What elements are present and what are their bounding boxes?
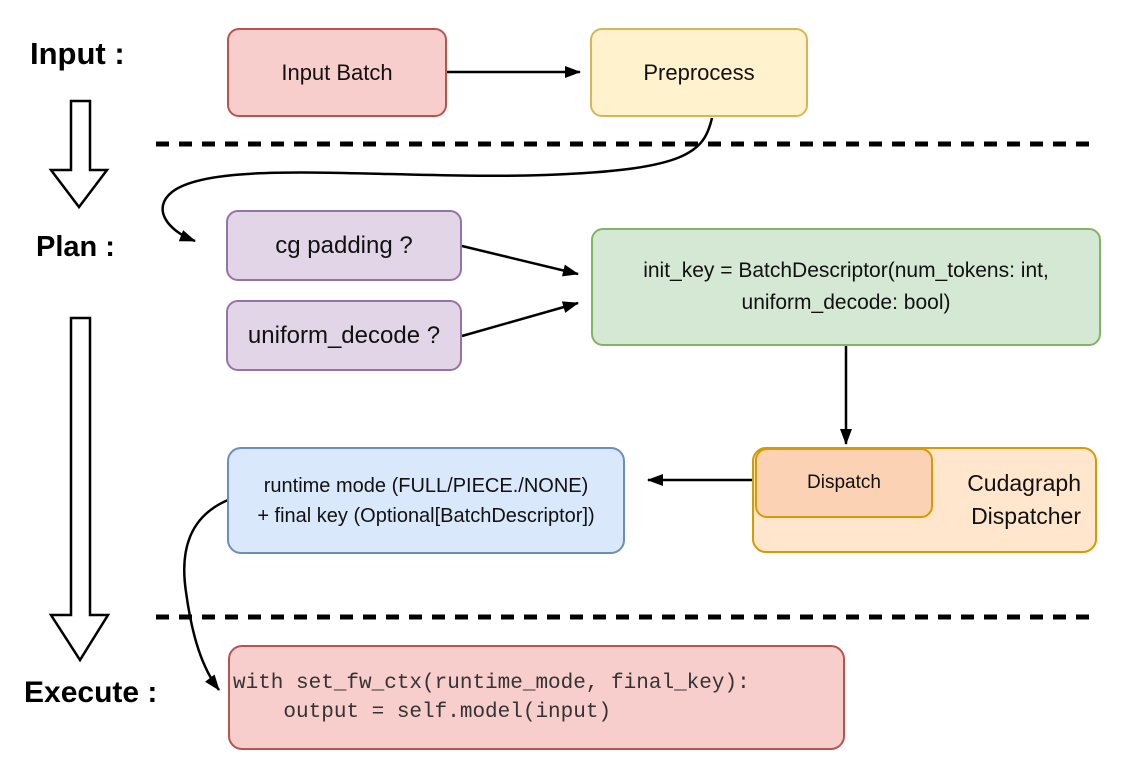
curve-runtime-to-execute-code <box>182 498 229 691</box>
node-init-key-line2: uniform_decode: bool) <box>741 291 951 314</box>
input-stage-arrow <box>48 99 110 210</box>
node-preprocess: Preprocess <box>590 28 808 117</box>
arrow-cg-padding-to-init-key <box>461 244 579 277</box>
arrow-uniform-decode-to-init-key <box>461 301 579 338</box>
curve-preprocess-to-cg-padding <box>161 117 714 243</box>
node-runtime-result: runtime mode (FULL/PIECE./NONE) + final … <box>227 447 625 554</box>
node-preprocess-label: Preprocess <box>643 59 755 85</box>
node-dispatch-label: Dispatch <box>807 472 881 494</box>
node-uniform-decode: uniform_decode ? <box>226 300 462 371</box>
node-init-key-line1: init_key = BatchDescriptor(num_tokens: i… <box>643 259 1049 282</box>
node-execute-code-line2: output = self.model(input) <box>233 700 612 724</box>
node-cudagraph-dispatcher-line2: Dispatcher <box>971 503 1081 529</box>
node-dispatch: Dispatch <box>755 448 933 518</box>
node-runtime-result-line2: + final key (Optional[BatchDescriptor]) <box>257 504 595 527</box>
node-runtime-result-line1: runtime mode (FULL/PIECE./NONE) <box>263 474 589 497</box>
node-uniform-decode-label: uniform_decode ? <box>247 321 441 349</box>
node-execute-code: with set_fw_ctx(runtime_mode, final_key)… <box>228 645 845 750</box>
node-input-batch-label: Input Batch <box>281 59 393 85</box>
node-cg-padding-label: cg padding ? <box>275 231 413 259</box>
plan-to-execute-stage-arrow <box>48 316 111 663</box>
node-execute-code-line1: with set_fw_ctx(runtime_mode, final_key)… <box>233 671 750 695</box>
stage-label-input: Input : <box>30 36 125 71</box>
node-cudagraph-dispatcher-line1: Cudagraph <box>967 470 1081 496</box>
node-init-key: init_key = BatchDescriptor(num_tokens: i… <box>591 228 1101 346</box>
stage-label-plan: Plan : <box>36 231 115 263</box>
node-cg-padding: cg padding ? <box>226 210 462 281</box>
stage-label-execute: Execute : <box>24 676 158 709</box>
node-input-batch: Input Batch <box>227 28 447 117</box>
